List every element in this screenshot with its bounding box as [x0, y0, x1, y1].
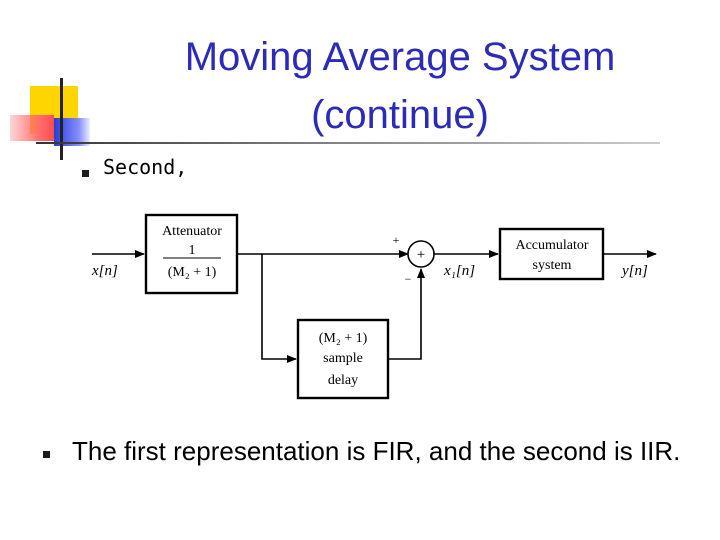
title-line-2: (continue) [311, 93, 489, 137]
summer-plus-sign: + [393, 233, 400, 247]
delay-line-3: delay [328, 373, 358, 388]
attenuator-line-1: Attenuator [162, 224, 222, 239]
bullet-icon [43, 451, 50, 458]
mid-signal-label: x₁[n] [443, 263, 475, 279]
decor-vertical-line [60, 78, 63, 160]
accumulator-line-1: Accumulator [515, 238, 588, 253]
accumulator-line-2: system [533, 258, 572, 273]
bullet-text-second: Second, [103, 155, 188, 179]
delay-line-1: (M₂ + 1) [319, 331, 368, 346]
decor-red-bar [10, 115, 54, 141]
output-label: y[n] [620, 263, 648, 279]
slide-title: Moving Average System (continue) [130, 28, 670, 144]
input-label: x[n] [91, 263, 118, 279]
branch-to-delay-arrow [261, 254, 297, 363]
summer-minus-sign: − [405, 272, 412, 286]
bullet-text-conclusion: The first representation is FIR, and the… [72, 436, 681, 466]
delay-to-summer-arrow [388, 268, 425, 360]
bullet-icon [82, 170, 89, 177]
delay-line-2: sample [323, 351, 363, 366]
title-line-1: Moving Average System [184, 35, 616, 79]
attenuator-line-2: 1 [189, 243, 196, 258]
attenuator-line-3: (M₂ + 1) [168, 265, 217, 280]
decor-horizontal-line [36, 142, 660, 144]
summer-symbol: + [417, 247, 425, 263]
